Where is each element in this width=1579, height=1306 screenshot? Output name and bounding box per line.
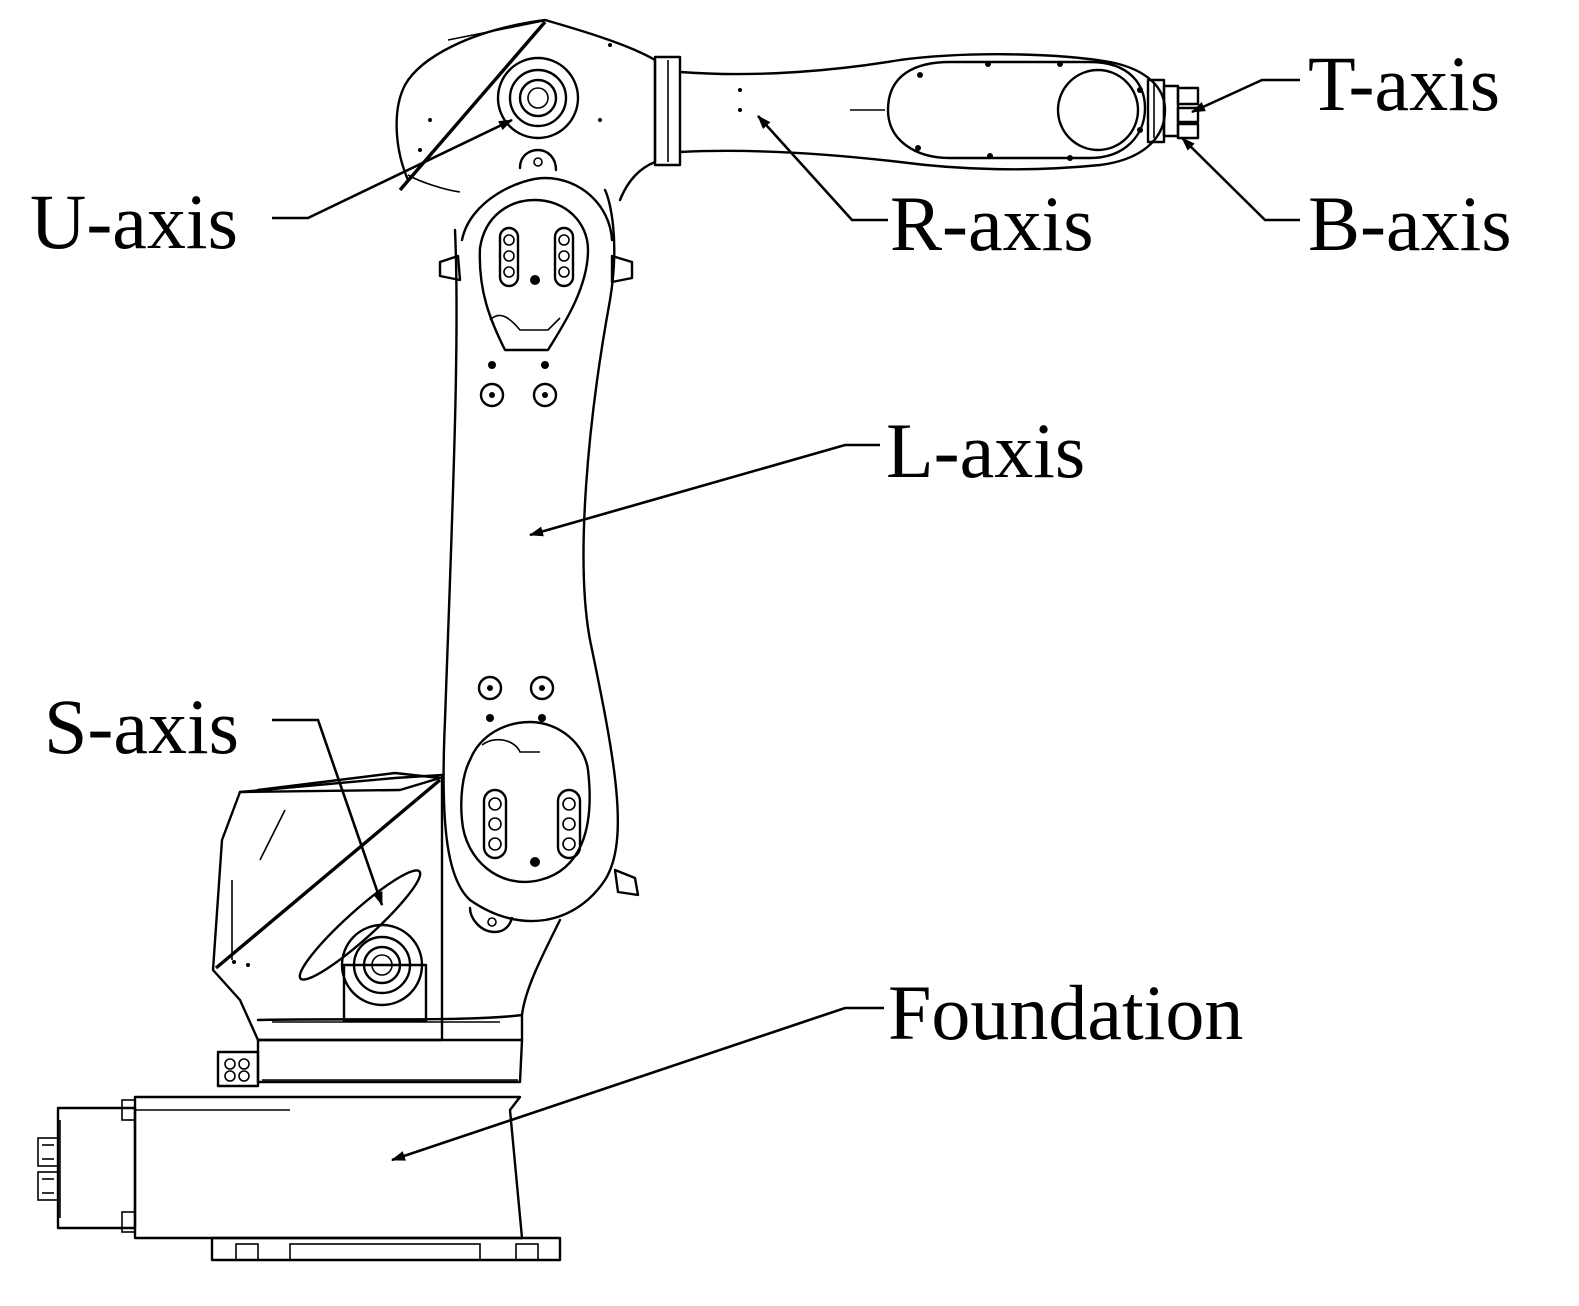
r-axis-forearm <box>653 53 1167 171</box>
t-axis-label: T-axis <box>1308 40 1501 127</box>
s-axis-label: S-axis <box>44 683 239 770</box>
r-axis-label: R-axis <box>890 180 1094 267</box>
l-axis-arm <box>438 176 640 1017</box>
u-axis-housing <box>395 18 657 202</box>
l-axis-label: L-axis <box>886 407 1086 494</box>
foundation-base <box>37 1038 562 1262</box>
u-axis-label: U-axis <box>30 178 238 265</box>
foundation-label: Foundation <box>888 969 1244 1056</box>
b-axis-label: B-axis <box>1308 180 1512 267</box>
s-axis-body <box>211 771 524 1042</box>
wrist-tool-flange <box>1146 78 1200 144</box>
leader-lines <box>272 78 1300 1162</box>
